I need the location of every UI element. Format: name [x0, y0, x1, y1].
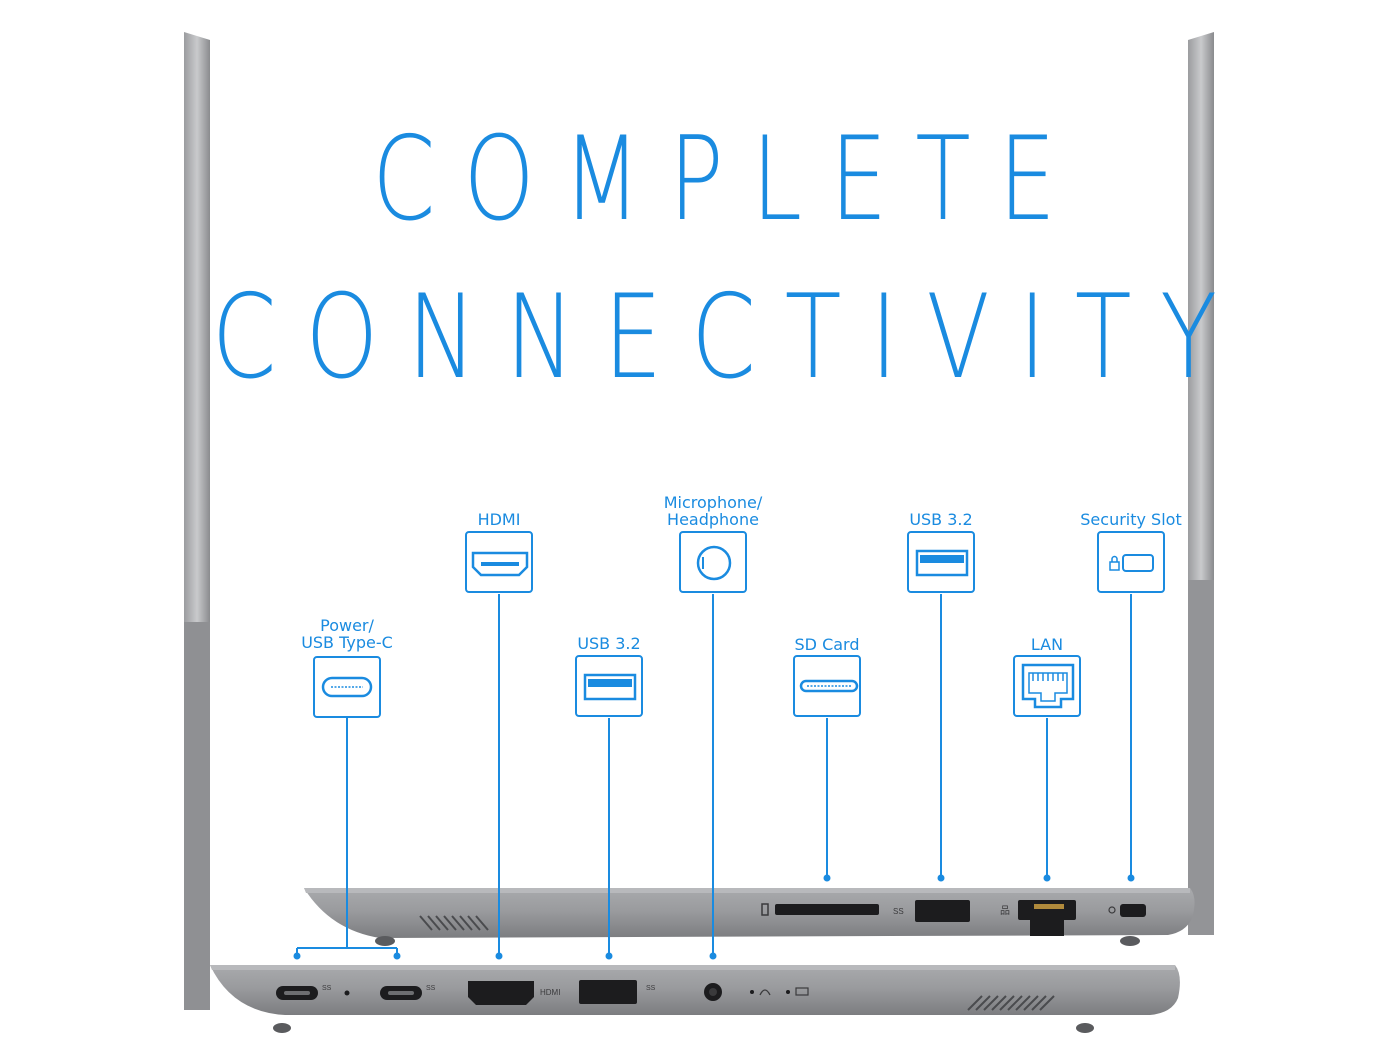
audio-jack-icon — [679, 531, 747, 593]
sd-card-slot — [775, 904, 879, 915]
svg-text:SS: SS — [426, 985, 436, 992]
left-side-profile: SS SS HDMI SS — [210, 965, 1180, 1033]
headline-line-1: COMPLETE — [372, 112, 1084, 247]
port-label: USB 3.2 — [909, 510, 973, 529]
right-lid — [1188, 32, 1214, 935]
port-label: Microphone/ Headphone — [663, 493, 763, 529]
connector-lines — [293, 594, 1135, 960]
vent-left-profile — [967, 995, 1055, 1011]
vent-right-profile — [419, 915, 489, 931]
port-label: HDMI — [477, 510, 521, 529]
sd-card-icon — [793, 655, 861, 717]
lan-port: 品 — [1000, 900, 1076, 936]
svg-text:品: 品 — [1000, 905, 1010, 917]
port-label: LAN — [1030, 635, 1064, 654]
ethernet-icon — [1013, 655, 1081, 717]
hdmi-marking: HDMI — [540, 988, 560, 997]
usb-type-c-icon — [313, 656, 381, 718]
headline-line-2: CONNECTIVITY — [211, 270, 1246, 405]
usb-a-port-right — [915, 900, 970, 922]
port-label: Security Slot — [1080, 510, 1182, 529]
port-label: SD Card — [794, 635, 860, 654]
port-label: Power/ USB Type-C — [301, 616, 393, 652]
lock-slot-icon — [1097, 531, 1165, 593]
usb-a-icon — [575, 655, 643, 717]
svg-text:SS: SS — [322, 985, 332, 992]
security-slot-port — [1120, 904, 1146, 917]
hdmi-icon — [465, 531, 533, 593]
port-label: USB 3.2 — [577, 634, 641, 653]
usb-a-icon — [907, 531, 975, 593]
left-lid — [184, 32, 210, 1010]
svg-text:SS: SS — [646, 985, 656, 992]
hdmi-port — [468, 981, 534, 1005]
ss-marking: SS — [893, 907, 904, 916]
right-side-profile: SS 品 — [304, 888, 1195, 946]
usb-a-port-left — [579, 980, 637, 1004]
